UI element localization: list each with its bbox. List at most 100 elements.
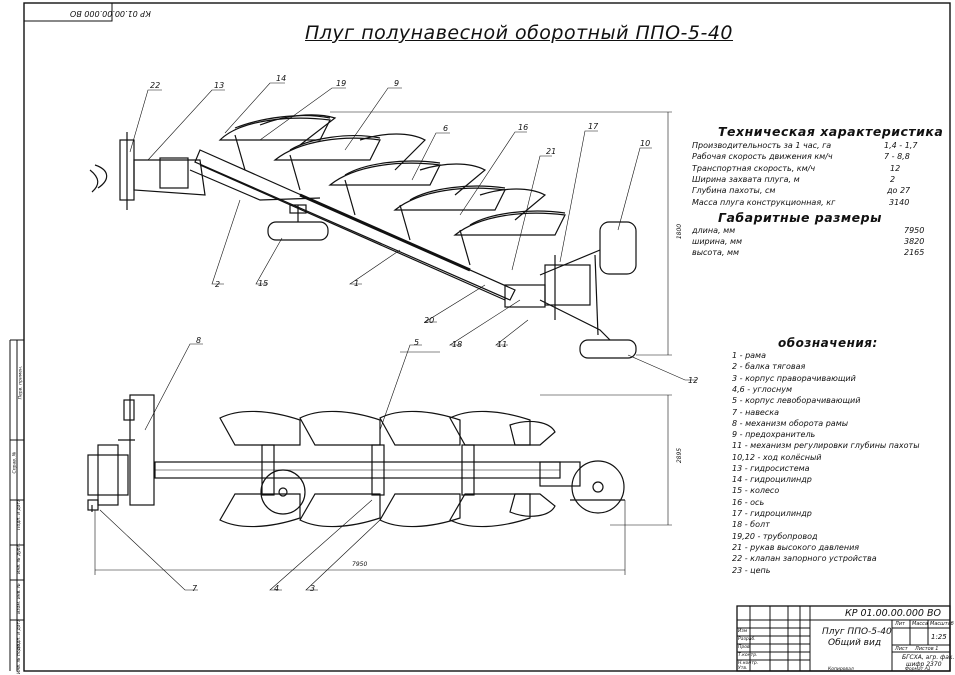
legend-item: 13 - гидросистема [732, 464, 810, 473]
legend-item: 22 - клапан запорного устройства [732, 554, 877, 563]
legend-item: 2 - балка тяговая [732, 362, 806, 371]
legend-item: 18 - болт [732, 520, 770, 529]
tb-copied: Копировал [828, 667, 854, 672]
margin-label: Перв. примен. [18, 365, 24, 400]
leader-lines [99, 82, 697, 591]
callout-14: 14 [276, 74, 287, 83]
tb-role: Пров. [738, 645, 752, 650]
dim-length-plan: 7950 [352, 561, 368, 568]
dims-value: 2165 [904, 248, 925, 257]
tb-role: Разраб. [738, 637, 756, 642]
tb-col-mass: Масса [912, 621, 928, 627]
title-block-frame [736, 605, 951, 672]
dim-width-plan: 2895 [676, 447, 684, 464]
callout-11: 11 [497, 340, 508, 349]
tb-role: Т.контр. [738, 653, 758, 658]
tech-label: Транспортная скорость, км/ч [692, 164, 816, 173]
callout-2: 2 [215, 280, 221, 289]
legend-item: 23 - цепь [732, 566, 771, 575]
callout-5: 5 [414, 338, 420, 347]
tb-format: Формат А1 [905, 667, 931, 672]
dims-label: длина, мм [692, 226, 736, 235]
tb-role: Изм [738, 629, 748, 634]
callout-21: 21 [546, 147, 557, 156]
tech-label: Масса плуга конструкционная, кг [692, 198, 836, 207]
dims-value: 7950 [904, 226, 925, 235]
callout-1: 1 [354, 279, 360, 288]
callout-10: 10 [640, 139, 651, 148]
legend-item: 19,20 - трубопровод [732, 532, 818, 541]
margin-label: Инв. № дубл. [16, 543, 22, 574]
legend-item: 4,6 - углоснум [732, 385, 793, 394]
tb-name-1: Плуг ППО-5-40 [822, 627, 892, 637]
callout-3: 3 [310, 584, 316, 593]
callout-7: 7 [192, 584, 198, 593]
callout-17: 17 [588, 122, 599, 131]
margin-label: Взам. инв. № [16, 583, 22, 614]
margin-label: Подп. и дата [16, 499, 22, 530]
legend-item: 15 - колесо [732, 486, 780, 495]
dims-label: ширина, мм [692, 237, 743, 246]
callout-8: 8 [196, 336, 202, 345]
margin-label: Инв. № подл. [17, 642, 23, 675]
plough-bodies-plan-lower [219, 493, 556, 528]
callout-13: 13 [214, 81, 225, 90]
tech-value: 2 [890, 175, 896, 184]
tech-value: 12 [890, 164, 901, 173]
dims-heading: Габаритные размеры [718, 210, 882, 225]
legend-item: 17 - гидроцилиндр [732, 509, 812, 518]
tech-label: Производительность за 1 час, га [692, 141, 832, 150]
legend-item: 16 - ось [732, 498, 765, 507]
tb-col-scale: Масштаб [930, 621, 954, 627]
callout-15: 15 [258, 279, 269, 288]
tech-label: Рабочая скорость движения км/ч [692, 152, 833, 161]
dims-value: 3820 [904, 237, 925, 246]
legend-item: 1 - рама [732, 351, 766, 360]
dims-label: высота, мм [692, 248, 740, 257]
callout-16: 16 [518, 123, 529, 132]
callout-20: 20 [424, 316, 435, 325]
tech-value: 7 - 8,8 [884, 152, 910, 161]
callout-9: 9 [394, 79, 400, 88]
tech-heading: Техническая характеристика [718, 124, 944, 139]
legend-item: 7 - навеска [732, 408, 779, 417]
doc-number-corner: КР 01.00.00.000 ВО [70, 9, 151, 18]
drawing-title: Плуг полунавесной оборотный ППО-5-40 [305, 22, 734, 44]
callout-6: 6 [443, 124, 449, 133]
callout-22: 22 [150, 81, 161, 90]
tb-sheets: Листов 1 [915, 646, 939, 652]
tb-role: Утв. [738, 666, 748, 671]
legend-item: 14 - гидроцилиндр [732, 475, 812, 484]
callout-19: 19 [336, 79, 347, 88]
margin-label: Справ. № [12, 451, 18, 474]
tb-role: Н.контр. [738, 661, 759, 666]
legend-item: 3 - корпус праворачивающий [732, 374, 856, 383]
tb-col-lit: Лит [895, 621, 905, 627]
tb-sheet: Лист [895, 646, 908, 652]
tech-label: Ширина захвата плуга, м [692, 175, 800, 184]
legend-item: 8 - механизм оборота рамы [732, 419, 849, 428]
tech-value: до 27 [887, 186, 911, 195]
callout-18: 18 [452, 340, 463, 349]
tech-value: 1,4 - 1,7 [884, 141, 918, 150]
plan-view [87, 394, 625, 528]
legend-item: 5 - корпус левоборачивающий [732, 396, 861, 405]
plough-bodies-plan-upper [219, 410, 556, 446]
legend-item: 21 - рукав высокого давления [732, 543, 860, 552]
plough-bodies-side [218, 114, 566, 236]
tb-org-1: БГСХА, агр. фак. [902, 654, 955, 661]
tb-org-2: шифр 2370 [906, 661, 942, 668]
callout-4: 4 [274, 584, 280, 593]
tb-scale: 1:25 [931, 633, 947, 641]
legend-item: 10,12 - ход колёсный [732, 453, 822, 462]
tb-code: КР 01.00.00.000 ВО [845, 608, 941, 619]
tech-value: 3140 [889, 198, 910, 207]
legend-item: 9 - предохранитель [732, 430, 816, 439]
tb-name-2: Общий вид [828, 638, 882, 648]
legend-item: 11 - механизм регулировки глубины пахоты [732, 441, 920, 450]
side-view [89, 114, 637, 359]
callout-12: 12 [688, 376, 699, 385]
dim-height-side: 1800 [676, 223, 684, 240]
